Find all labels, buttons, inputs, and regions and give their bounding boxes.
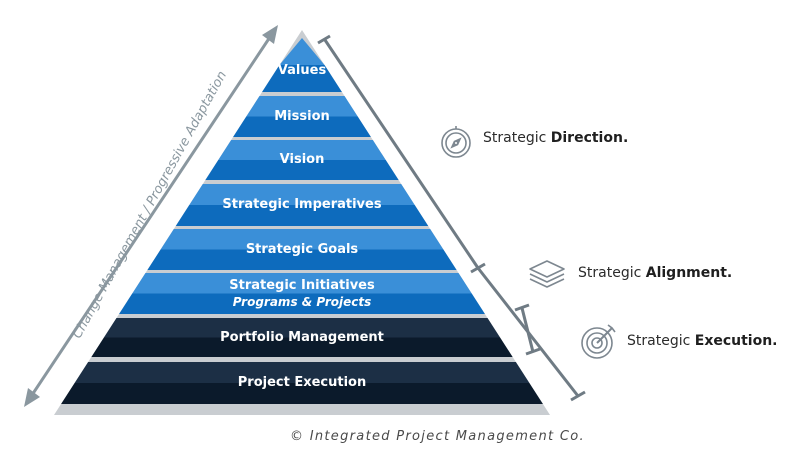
level-title: Strategic Goals — [245, 241, 359, 257]
level-band-upper — [246, 96, 358, 117]
level-title: Strategic Imperatives — [222, 197, 382, 212]
strategic-alignment-label: Strategic Alignment. — [578, 265, 732, 281]
direction-prefix: Strategic — [483, 130, 551, 146]
pyramid-level — [147, 229, 457, 270]
level-band-lower — [262, 65, 342, 92]
strategic-direction-label: Strategic Direction. — [483, 130, 628, 146]
pyramid-level — [175, 184, 429, 226]
level-label: Portfolio Management — [220, 330, 384, 345]
level-band-lower — [91, 337, 513, 357]
arrow-shaft — [28, 33, 274, 399]
level-label: Strategic Goals — [246, 242, 358, 257]
level-band-lower — [119, 293, 485, 314]
pyramid-level — [119, 273, 485, 314]
level-band-lower — [175, 205, 429, 226]
execution-prefix: Strategic — [627, 333, 695, 349]
pyramid-level — [233, 96, 371, 137]
arrow-head-bottom — [24, 388, 40, 407]
pyramid-level — [61, 362, 543, 404]
level-title: Project Execution — [237, 375, 367, 390]
strategic-execution-label: Strategic Execution. — [627, 333, 778, 349]
pyramid-base — [54, 404, 550, 415]
level-band-lower — [147, 249, 457, 270]
level-band-lower — [205, 160, 399, 180]
level-band-lower — [61, 383, 543, 404]
level-band-upper — [74, 362, 530, 383]
level-title: Values — [277, 63, 327, 78]
level-title: Portfolio Management — [220, 329, 384, 345]
level-label: Values — [278, 63, 326, 78]
arrow-head-top — [262, 25, 278, 44]
alignment-prefix: Strategic — [578, 265, 646, 281]
compass-icon — [441, 126, 471, 158]
level-band-upper — [132, 273, 472, 294]
copyright: © Integrated Project Management Co. — [290, 429, 585, 444]
level-label: Mission — [274, 109, 330, 124]
level-band-upper — [160, 229, 444, 250]
pyramid-level — [262, 38, 342, 92]
level-label: Strategic Imperatives — [222, 197, 381, 212]
layers-icon — [529, 260, 565, 288]
direction-bold: Direction. — [550, 130, 629, 146]
level-band-upper — [218, 140, 386, 160]
target-icon — [581, 324, 616, 359]
change-management-arrow — [24, 25, 278, 407]
level-band-upper — [189, 184, 415, 205]
execution-bold: Execution. — [694, 333, 778, 349]
level-band-upper — [279, 38, 325, 65]
level-title: Strategic Initiatives — [229, 277, 375, 293]
alignment-bold: Alignment. — [645, 265, 733, 281]
level-subtitle: Programs & Projects — [232, 294, 372, 309]
level-band-upper — [103, 318, 501, 338]
pyramid-level — [205, 140, 399, 180]
level-title: Mission — [274, 108, 330, 124]
pyramid — [54, 30, 550, 415]
pyramid-level — [91, 318, 513, 357]
execution-bracket — [514, 303, 541, 356]
level-band-lower — [233, 116, 371, 137]
level-title: Vision — [279, 152, 325, 167]
level-label: Vision — [280, 152, 325, 167]
level-label: Project Execution — [238, 375, 367, 390]
